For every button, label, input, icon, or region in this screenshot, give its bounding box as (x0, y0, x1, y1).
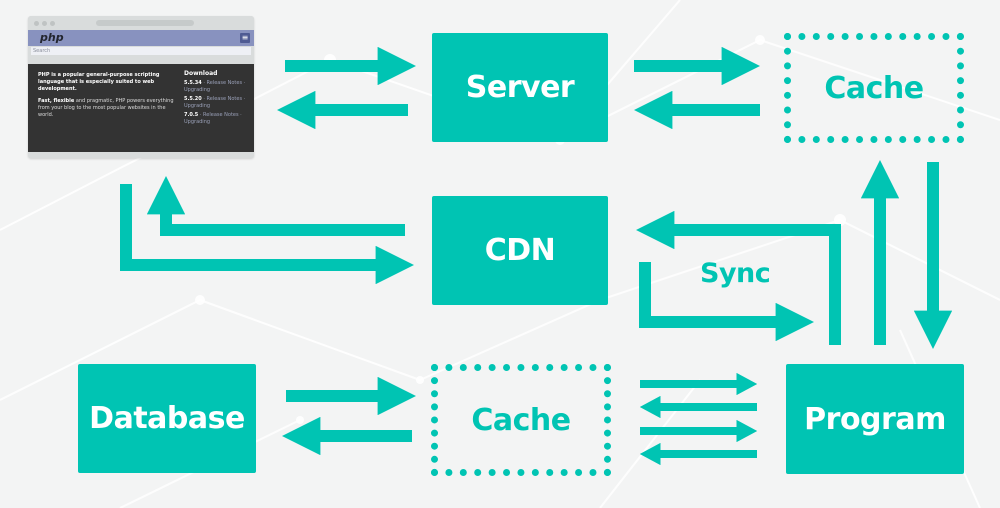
intro-2-rest: and pragmatic, PHP powers everything fro… (38, 98, 174, 118)
download-heading: Download (184, 70, 218, 77)
arrow-cdn-to-program (639, 262, 814, 342)
release-notes-link: · Release Notes · (203, 96, 246, 102)
sync-label: Sync (700, 258, 771, 289)
address-bar (96, 20, 194, 26)
arrow-browser-to-cdn (120, 184, 414, 285)
window-dot-icon (50, 21, 55, 26)
php-content-area: PHP is a popular general-purpose scripti… (28, 64, 254, 152)
arrow-cdn-to-browser (146, 176, 405, 236)
php-logo: php (40, 31, 64, 44)
database-node: Database (78, 364, 256, 473)
release-notes-link: · Release Notes · (203, 80, 246, 86)
search-input: Search (31, 47, 251, 55)
download-item: 5.5.20 · Release Notes · (184, 96, 250, 103)
download-version: 7.0.5 (184, 112, 199, 118)
php-header-bar: php ≡ (28, 30, 254, 46)
program-node: Program (786, 364, 964, 474)
download-item: 5.5.34 · Release Notes · (184, 80, 250, 87)
window-dot-icon (42, 21, 47, 26)
cache-bottom-node: Cache (431, 364, 611, 476)
upgrading-link: Upgrading (184, 103, 211, 109)
download-version: 5.5.34 (184, 80, 202, 86)
browser-window-chrome (28, 16, 254, 30)
download-list: Download 5.5.34 · Release Notes · Upgrad… (184, 70, 250, 128)
intro-bold-text: PHP is a popular general-purpose scripti… (38, 72, 160, 92)
upgrading-link: Upgrading (184, 87, 211, 93)
intro-2-bold: Fast, flexible (38, 98, 75, 104)
php-website-thumbnail: php ≡ Search PHP is a popular general-pu… (28, 16, 254, 158)
intro-text: PHP is a popular general-purpose scripti… (38, 72, 178, 124)
browser-footer (28, 152, 254, 158)
server-node: Server (432, 33, 608, 142)
cache-top-node: Cache (784, 33, 964, 143)
download-version: 5.5.20 (184, 96, 202, 102)
hamburger-menu-icon: ≡ (240, 33, 250, 43)
download-item: 7.0.5 · Release Notes · (184, 112, 250, 119)
release-notes-link: · Release Notes · (199, 112, 242, 118)
upgrading-link: Upgrading (184, 119, 211, 125)
cdn-node: CDN (432, 196, 608, 305)
arrow-program-to-cdn (636, 210, 841, 345)
window-dot-icon (34, 21, 39, 26)
